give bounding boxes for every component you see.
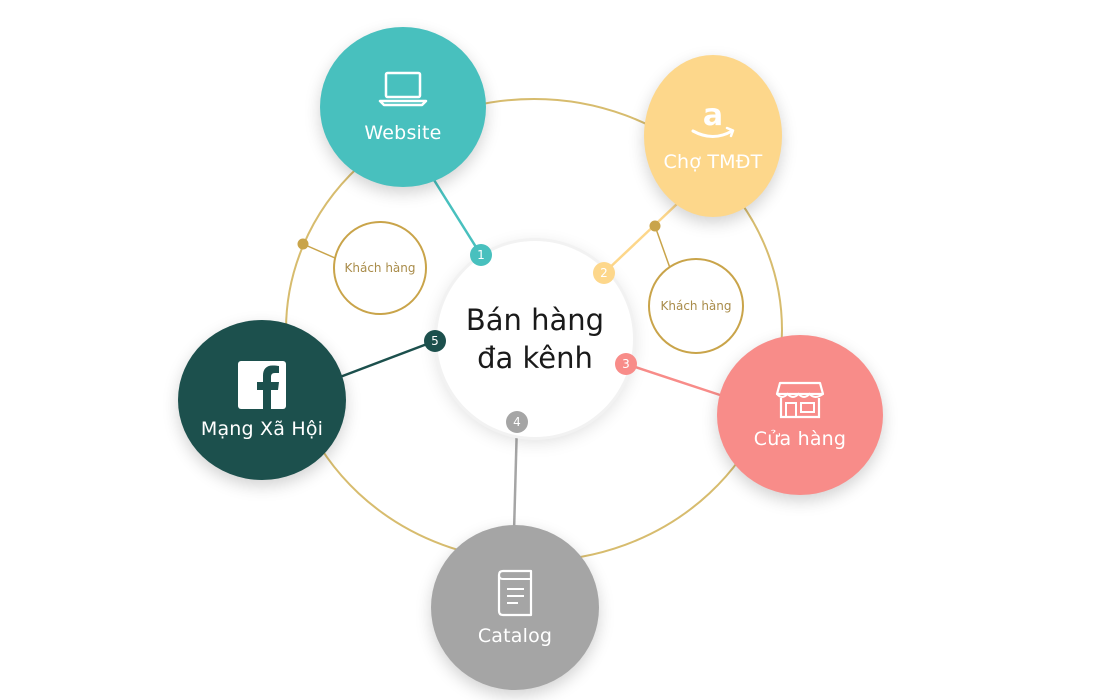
channel-store-label: Cửa hàng (753, 428, 847, 450)
svg-text:a: a (703, 99, 723, 133)
channel-ecommerce-label: Chợ TMĐT (663, 151, 763, 173)
channel-website: Website (320, 27, 486, 187)
number-badge-1: 1 (470, 244, 492, 266)
book-icon (497, 569, 533, 616)
center-title-line2: đa kênh (477, 341, 593, 375)
customer-bubble-left: Khách hàng (333, 221, 427, 315)
connector-customer-right (654, 225, 671, 269)
channel-social-label: Mạng Xã Hội (200, 418, 324, 440)
laptop-icon (378, 71, 428, 107)
channel-catalog-label: Catalog (477, 624, 553, 647)
number-badge-2: 2 (593, 262, 615, 284)
channel-social: Mạng Xã Hội (178, 320, 346, 480)
facebook-icon (238, 361, 286, 409)
ring-dot-right (649, 220, 661, 232)
center-title-line1: Bán hàng (465, 303, 605, 337)
channel-catalog: Catalog (431, 525, 599, 690)
channel-ecommerce: a Chợ TMĐT (644, 55, 782, 217)
connector-ecommerce (603, 202, 679, 274)
channel-website-label: Website (364, 122, 442, 144)
connector-social (339, 339, 436, 379)
connector-store (625, 362, 721, 397)
ring-dot-left (297, 238, 309, 250)
customer-label-right: Khách hàng (660, 299, 732, 313)
number-badge-4: 4 (506, 411, 528, 433)
connector-customer-left (302, 243, 336, 259)
customer-bubble-right: Khách hàng (648, 258, 744, 354)
center-hub: Bán hàng đa kênh (437, 241, 633, 437)
customer-label-left: Khách hàng (344, 261, 416, 275)
connector-website (432, 179, 483, 256)
storefront-icon (775, 381, 825, 419)
number-badge-3: 3 (615, 353, 637, 375)
amazon-logo-icon: a (691, 99, 735, 138)
connector-catalog (512, 421, 519, 533)
number-badge-5: 5 (424, 330, 446, 352)
channel-store: Cửa hàng (717, 335, 883, 495)
